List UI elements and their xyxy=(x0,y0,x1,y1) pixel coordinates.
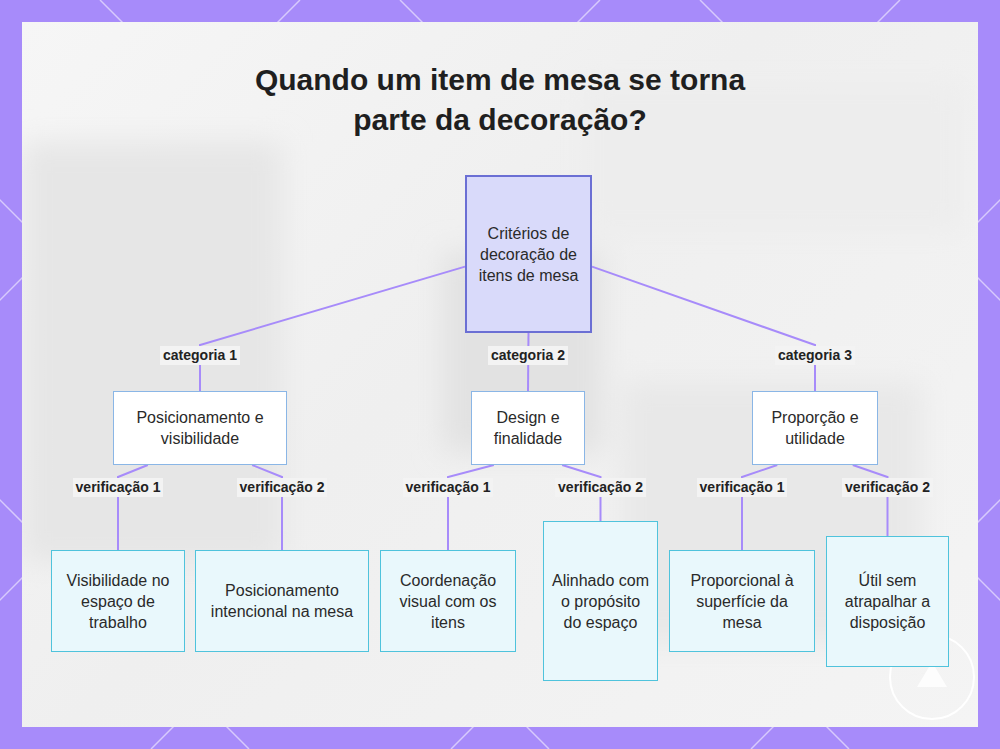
node-text: Posicionamento intencional na mesa xyxy=(204,580,360,622)
edge-label: verificação 1 xyxy=(403,478,494,497)
node-text: Design e finalidade xyxy=(480,407,576,449)
edge-label: verificação 2 xyxy=(555,478,646,497)
node-text: Útil sem atrapalhar a disposição xyxy=(835,570,940,633)
node-text: Visibilidade no espaço de trabalho xyxy=(60,570,176,633)
node-text: Critérios de decoração de itens de mesa xyxy=(475,223,582,286)
check-box: Proporcional à superfície da mesa xyxy=(669,550,815,652)
category-box: Posicionamento e visibilidade xyxy=(113,391,287,465)
node-text: Proporcional à superfície da mesa xyxy=(678,570,806,633)
check-box: Alinhado com o propósito do espaço xyxy=(543,521,658,681)
node-text: Alinhado com o propósito do espaço xyxy=(552,570,649,633)
connector-line xyxy=(853,465,888,536)
edge-label: verificação 2 xyxy=(842,478,933,497)
edge-label: categoria 2 xyxy=(488,346,568,365)
node-text: Proporção e utilidade xyxy=(761,407,869,449)
diagram-title: Quando um item de mesa se torna parte da… xyxy=(220,60,780,140)
node-text: Coordenação visual com os itens xyxy=(389,570,507,633)
check-box: Coordenação visual com os itens xyxy=(380,550,516,652)
connector-line xyxy=(200,267,465,391)
category-box: Proporção e utilidade xyxy=(752,391,878,465)
edge-label: verificação 1 xyxy=(697,478,788,497)
category-box: Design e finalidade xyxy=(471,391,585,465)
connector-line xyxy=(592,267,815,391)
edge-label: verificação 1 xyxy=(73,478,164,497)
check-box: Visibilidade no espaço de trabalho xyxy=(51,550,185,652)
node-text: Posicionamento e visibilidade xyxy=(122,407,278,449)
edge-label: categoria 1 xyxy=(160,346,240,365)
root-box: Critérios de decoração de itens de mesa xyxy=(465,175,592,333)
check-box: Posicionamento intencional na mesa xyxy=(195,550,369,652)
edge-label: verificação 2 xyxy=(237,478,328,497)
edge-label: categoria 3 xyxy=(775,346,855,365)
check-box: Útil sem atrapalhar a disposição xyxy=(826,536,949,667)
